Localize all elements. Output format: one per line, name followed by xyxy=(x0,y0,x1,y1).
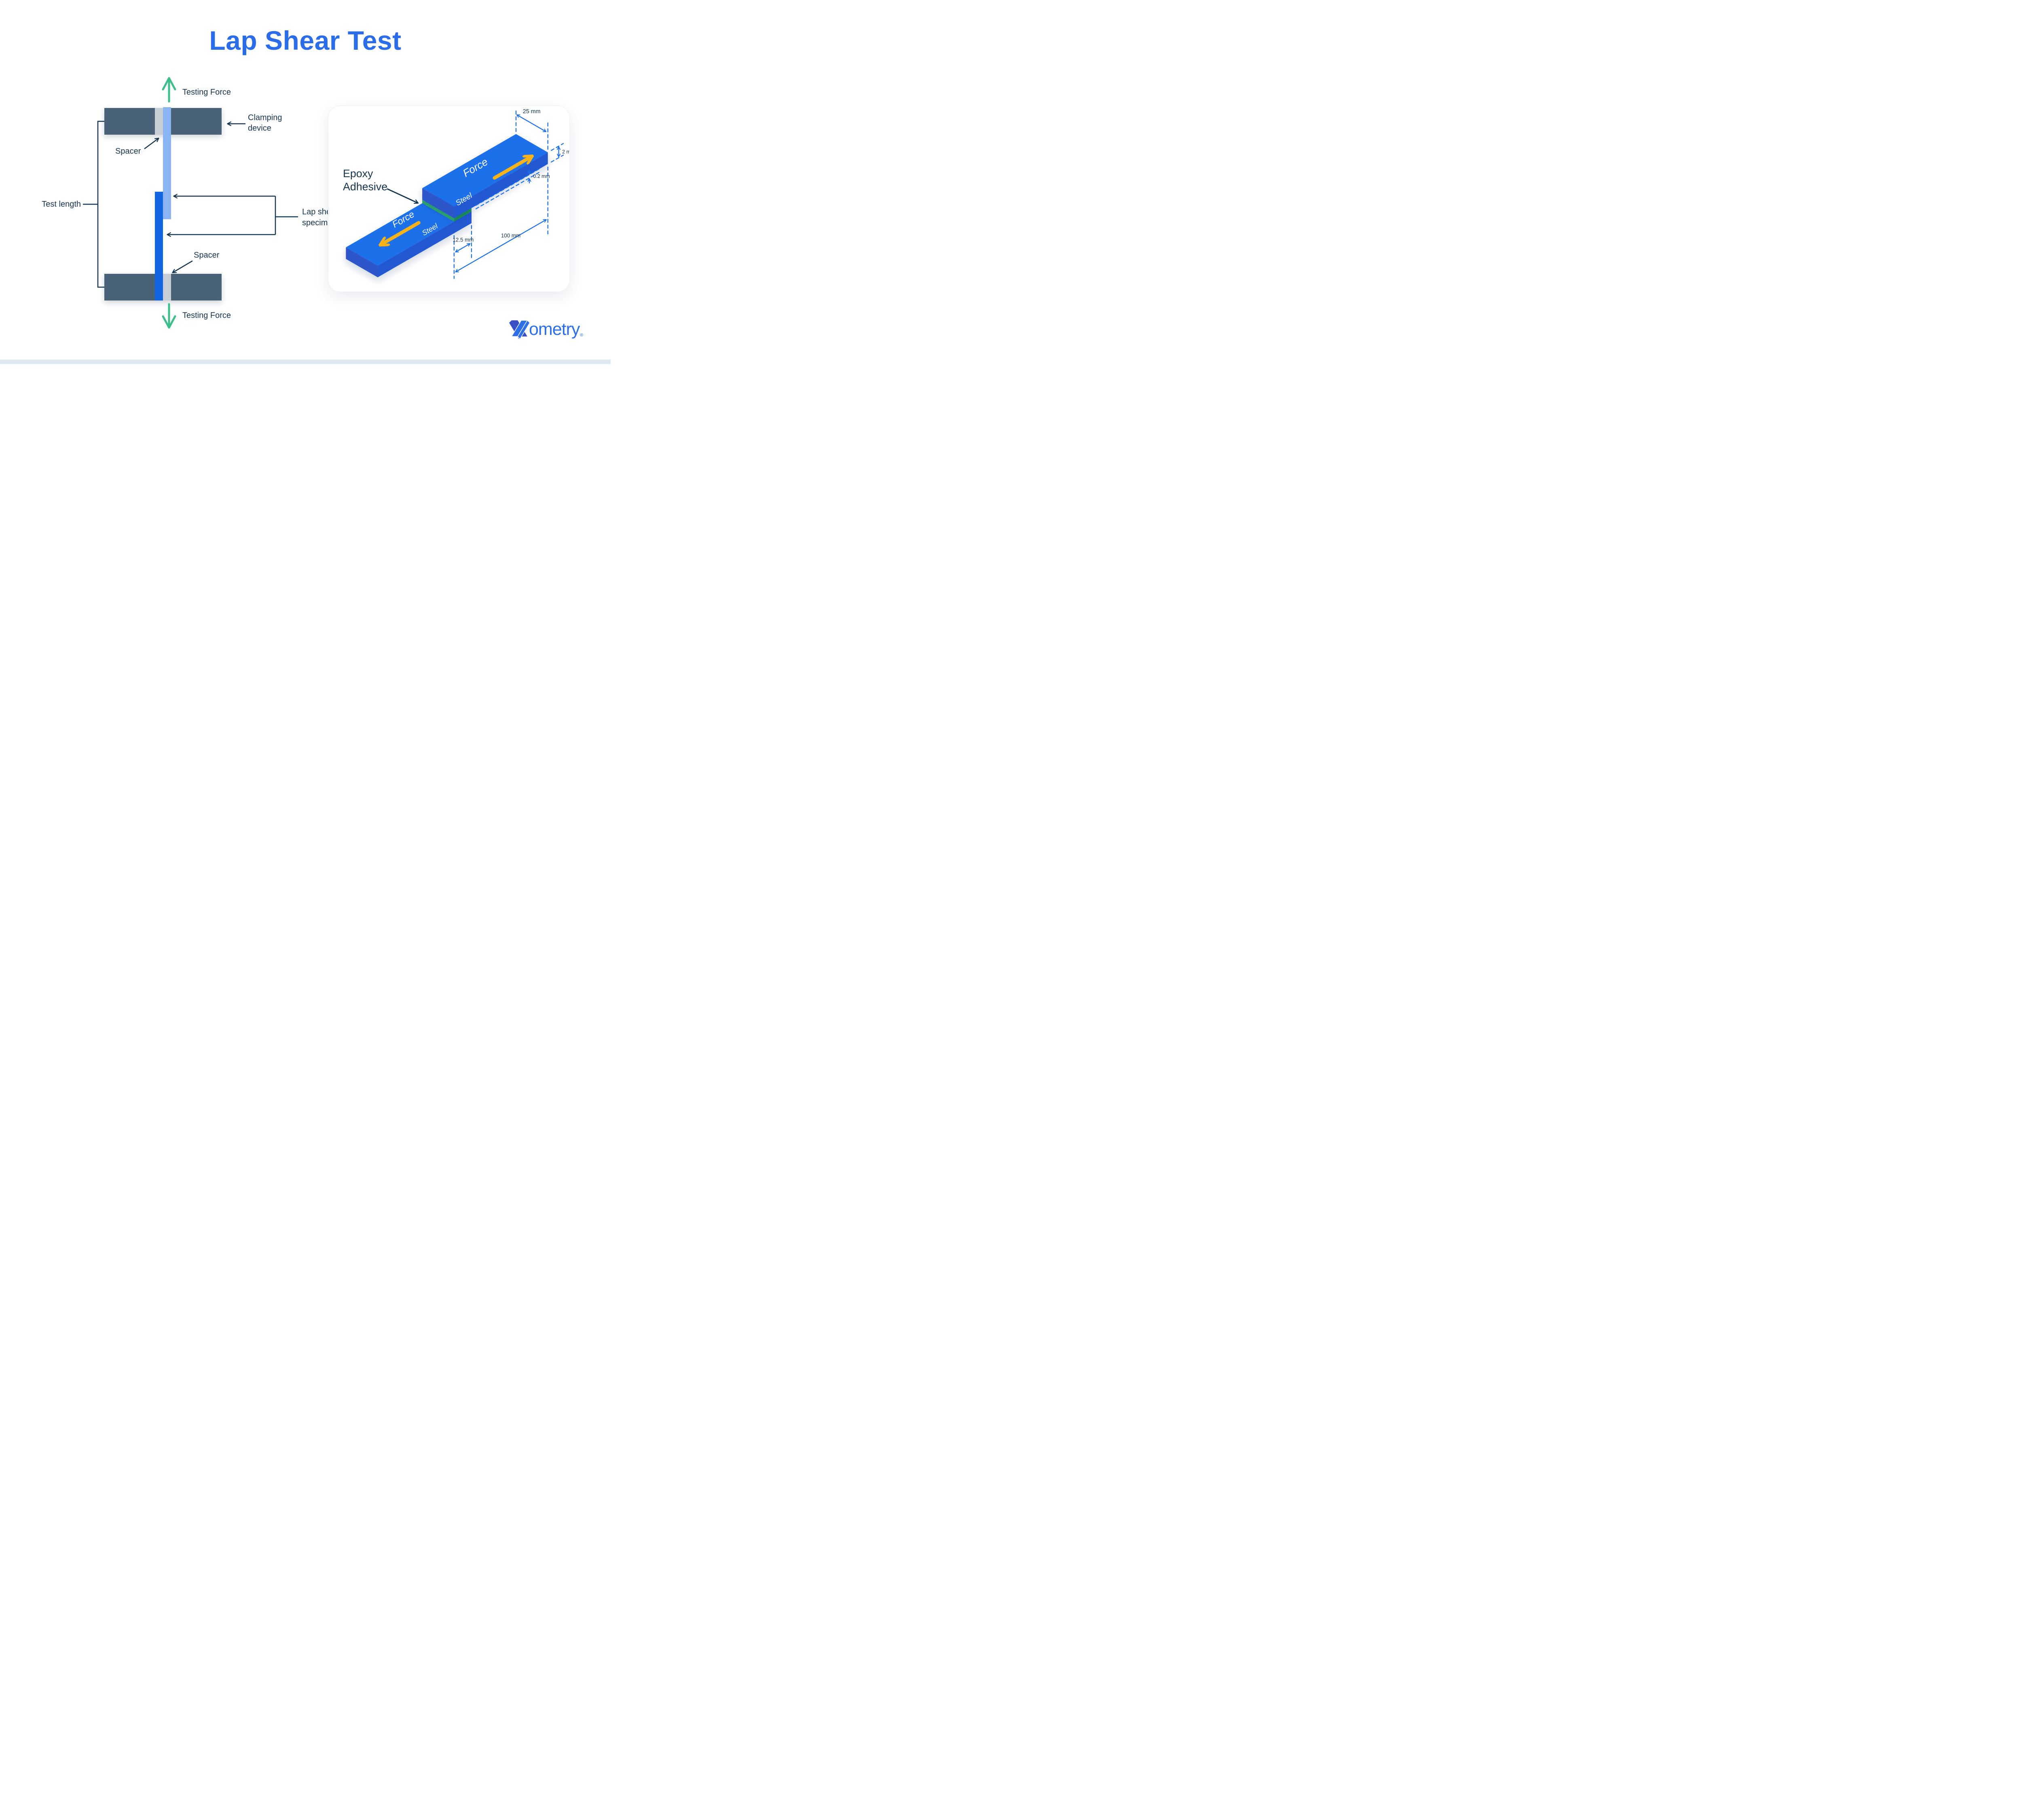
epoxy-adhesive-leader-arrow xyxy=(387,188,419,204)
top-steel-bar xyxy=(422,134,548,218)
page-title: Lap Shear Test xyxy=(209,25,402,55)
spacer-top-leader-arrow xyxy=(144,138,159,150)
testing-force-top-label: Testing Force xyxy=(182,88,231,97)
isometric-specimen-illustration: 25 mm 2 mm 0.2 mm 12.5 mm 100 mm Force S… xyxy=(343,108,569,279)
lap-shear-specimen-bracket xyxy=(167,194,298,237)
clamping-device-label-line1: Clamping xyxy=(248,113,282,122)
length-dimension-arrow xyxy=(455,219,547,273)
lap-shear-schematic: Testing Force Testing Force Clamping dev… xyxy=(42,77,338,329)
bottom-edge-band xyxy=(0,360,611,364)
testing-force-up-arrow-icon xyxy=(162,77,176,103)
spacer-bottom-label: Spacer xyxy=(194,251,220,260)
epoxy-adhesive-label-line1: Epoxy xyxy=(343,167,373,180)
xometry-wordmark: ometry xyxy=(529,320,580,339)
bar-thickness-dimension-label: 2 mm xyxy=(562,149,569,155)
clamping-device-label-line2: device xyxy=(248,124,271,133)
upper-specimen-strip xyxy=(163,107,171,219)
overlap-length-dimension-label: 12.5 mm xyxy=(453,237,474,243)
spacer-top-label: Spacer xyxy=(115,147,141,156)
bar-width-dimension-label: 25 mm xyxy=(523,108,541,115)
lower-specimen-strip xyxy=(155,192,163,301)
registered-trademark-symbol: ® xyxy=(580,333,583,338)
testing-force-down-arrow-icon xyxy=(162,303,176,329)
top-spacer-block xyxy=(155,108,163,135)
bottom-spacer-block xyxy=(163,274,171,301)
width-dimension-arrow xyxy=(516,114,547,132)
spacer-bottom-leader-arrow xyxy=(172,260,193,273)
epoxy-adhesive-layer xyxy=(422,199,472,222)
dimension-arrows xyxy=(455,114,561,273)
xometry-x-icon xyxy=(509,320,530,340)
test-length-bracket xyxy=(97,121,104,288)
adhesive-thickness-dimension-label: 0.2 mm xyxy=(533,174,550,179)
testing-force-bottom-label: Testing Force xyxy=(182,311,231,320)
test-length-label: Test length xyxy=(42,200,81,209)
force-arrow-bottom-icon xyxy=(382,221,421,244)
specimen-card: 25 mm 2 mm 0.2 mm 12.5 mm 100 mm Force S… xyxy=(328,106,570,292)
epoxy-adhesive-label-line2: Adhesive xyxy=(343,180,387,193)
xometry-logo: ometry ® xyxy=(509,320,583,340)
bar-length-dimension-label: 100 mm xyxy=(501,233,520,239)
overlap-dimension-arrow xyxy=(455,243,471,253)
infographic-page: Lap Shear Test Testing Force Test xyxy=(0,0,611,364)
force-arrow-top-icon xyxy=(493,157,531,180)
